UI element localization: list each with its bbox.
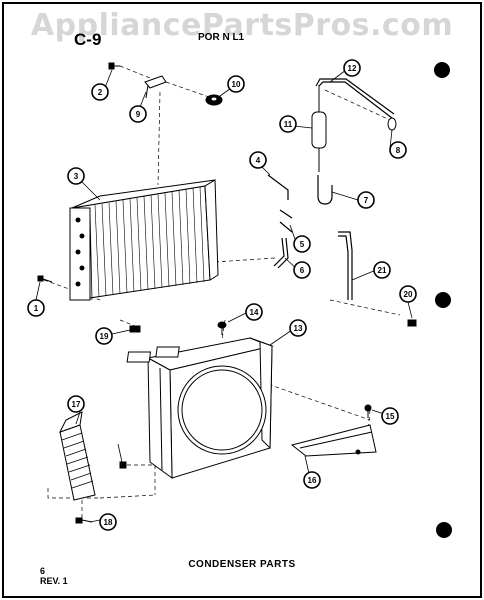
callout-18: 18 — [99, 513, 117, 531]
callout-label: 11 — [284, 120, 293, 129]
accumulator-part-11 — [311, 85, 327, 172]
capillary-part-12 — [315, 78, 395, 119]
screw-part-15 — [364, 404, 372, 418]
callout-4: 4 — [249, 151, 267, 169]
callout-circle — [293, 261, 311, 279]
callout-label: 20 — [404, 290, 413, 299]
callout-2: 2 — [91, 83, 109, 101]
callout-19: 19 — [95, 327, 113, 345]
registration-mark-top — [434, 62, 450, 78]
revision-label: REV. 1 — [40, 576, 68, 586]
callout-7: 7 — [357, 191, 375, 209]
screw-part-14 — [217, 321, 227, 335]
callout-label: 9 — [136, 110, 141, 119]
callout-circle — [289, 319, 307, 337]
callout-label: 4 — [256, 156, 261, 165]
registration-mark-bottom — [436, 522, 452, 538]
grommet-part-10 — [205, 94, 223, 106]
callout-label: 3 — [74, 172, 79, 181]
callout-3: 3 — [67, 167, 85, 185]
screw-part-18 — [75, 517, 93, 524]
callout-label: 7 — [364, 196, 369, 205]
callout-9: 9 — [129, 105, 147, 123]
callout-circle — [357, 191, 375, 209]
registration-mark-middle — [435, 292, 451, 308]
callout-circle — [249, 151, 267, 169]
callout-20: 20 — [399, 285, 417, 303]
tube-part-7 — [317, 175, 333, 205]
callout-8: 8 — [389, 141, 407, 159]
tube-part-6 — [273, 237, 289, 269]
callout-label: 2 — [98, 88, 103, 97]
diagram-caption: CONDENSER PARTS — [188, 559, 296, 570]
callout-circle — [91, 83, 109, 101]
screw-part-1 — [37, 275, 53, 283]
page-number: 6 — [40, 566, 46, 576]
screw-top — [108, 62, 120, 70]
fan-shroud-part-13 — [126, 337, 274, 479]
tube-part-5 — [279, 209, 293, 233]
callout-circle — [279, 115, 297, 133]
fitting-part-8 — [387, 117, 397, 131]
callout-11: 11 — [279, 115, 297, 133]
bracket-part-16 — [290, 424, 377, 457]
callout-label: 17 — [72, 400, 81, 409]
callout-label: 15 — [386, 412, 395, 421]
callout-15: 15 — [381, 407, 399, 425]
callout-label: 1 — [34, 304, 39, 313]
callout-label: 16 — [308, 476, 317, 485]
callout-13: 13 — [289, 319, 307, 337]
watermark: AppliancePartsPros.com — [30, 8, 454, 43]
callout-circle — [129, 105, 147, 123]
callout-circle — [389, 141, 407, 159]
callout-10: 10 — [227, 75, 245, 93]
callout-label: 21 — [378, 266, 387, 275]
callout-1: 1 — [27, 299, 45, 317]
plug-part-20 — [407, 319, 417, 327]
callout-16: 16 — [303, 471, 321, 489]
callout-circle — [399, 285, 417, 303]
callout-circle — [95, 327, 113, 345]
callout-14: 14 — [245, 303, 263, 321]
callout-circle — [293, 235, 311, 253]
callout-label: 18 — [104, 518, 113, 527]
screw-part-2-lower — [119, 461, 127, 469]
callout-21: 21 — [373, 261, 391, 279]
grille-part-17 — [59, 411, 96, 501]
clip-part-19 — [129, 325, 141, 333]
callout-label: 10 — [232, 80, 241, 89]
tube-part-4 — [267, 174, 289, 200]
header-fragment: POR N L1 — [198, 32, 245, 43]
callout-circle — [227, 75, 245, 93]
callout-circle — [27, 299, 45, 317]
callout-circle — [67, 395, 85, 413]
callout-label: 13 — [294, 324, 303, 333]
callout-17: 17 — [67, 395, 85, 413]
callout-circle — [303, 471, 321, 489]
callout-12: 12 — [343, 59, 361, 77]
condenser-coil-part-3 — [69, 179, 219, 301]
callout-6: 6 — [293, 261, 311, 279]
bracket-part-9 — [144, 75, 167, 99]
section-id: C-9 — [74, 30, 102, 49]
callout-label: 14 — [250, 308, 259, 317]
callout-label: 12 — [348, 64, 357, 73]
callout-5: 5 — [293, 235, 311, 253]
callout-label: 6 — [300, 266, 305, 275]
callout-circle — [245, 303, 263, 321]
tube-part-21 — [338, 231, 353, 300]
callout-label: 5 — [300, 240, 305, 249]
callout-circle — [99, 513, 117, 531]
callout-label: 8 — [396, 146, 401, 155]
callout-circle — [67, 167, 85, 185]
callout-label: 19 — [100, 332, 109, 341]
callout-circle — [373, 261, 391, 279]
callout-circle — [343, 59, 361, 77]
callout-circle — [381, 407, 399, 425]
